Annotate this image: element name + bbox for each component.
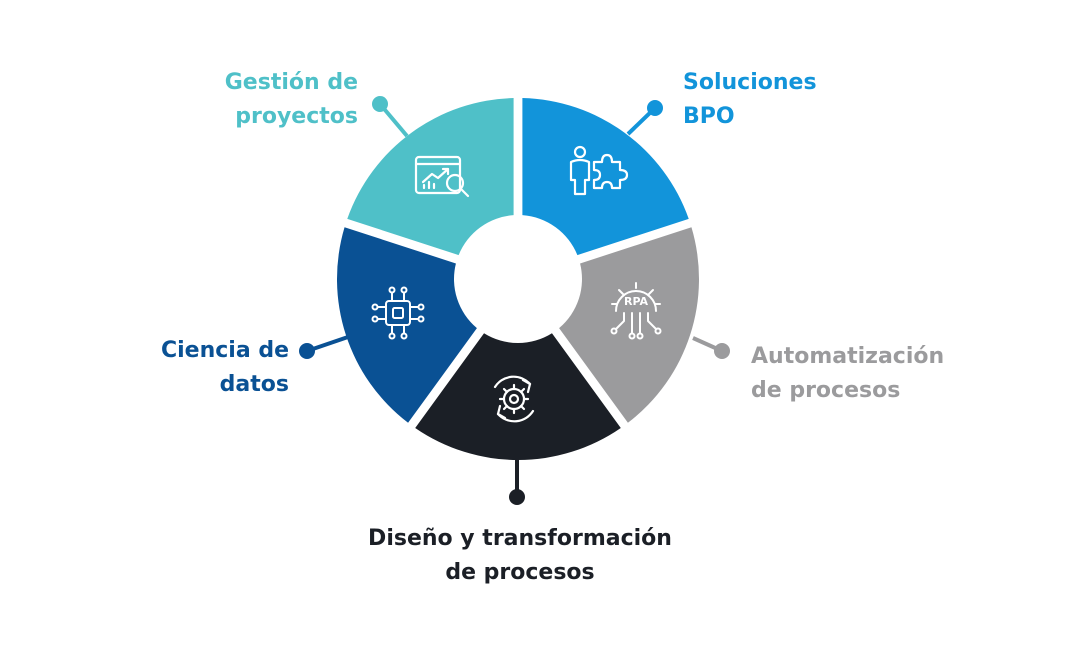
label-line: proyectos	[235, 104, 358, 129]
gear-cycle-icon	[493, 375, 535, 423]
label-line: Gestión de	[224, 70, 358, 95]
label-ciencia-de-datos: Ciencia de datos	[161, 334, 289, 402]
segment-icons: RPA	[371, 145, 662, 423]
label-connectors	[299, 96, 730, 505]
segment-automatizacion	[559, 227, 699, 423]
connector-dot-gestion	[372, 96, 388, 112]
rpa-icon-text: RPA	[624, 295, 649, 308]
analytics-chart-search-icon	[414, 155, 470, 198]
connector-dot-ciencia	[299, 343, 315, 359]
label-line: BPO	[683, 104, 735, 129]
label-gestion-de-proyectos: Gestión de proyectos	[225, 66, 358, 134]
label-line: Soluciones	[683, 70, 817, 95]
label-line: datos	[219, 372, 289, 397]
label-automatizacion-de-procesos: Automatización de procesos	[751, 340, 944, 408]
person-puzzle-icon	[569, 145, 629, 196]
segment-bpo	[522, 98, 689, 256]
label-line: Diseño y transformación	[368, 526, 672, 551]
label-line: de procesos	[445, 560, 595, 585]
chip-circuit-icon	[371, 286, 425, 340]
label-diseno-y-transformacion: Diseño y transformación de procesos	[368, 522, 672, 590]
wheel-segments	[337, 98, 699, 461]
connector-dot-diseno	[509, 489, 525, 505]
label-line: Ciencia de	[160, 338, 289, 363]
label-line: de procesos	[751, 378, 901, 403]
connector-dot-bpo	[647, 100, 663, 116]
label-line: Automatización	[751, 344, 945, 369]
label-soluciones-bpo: Soluciones BPO	[683, 66, 817, 134]
rpa-gear-circuit-icon: RPA	[610, 282, 662, 340]
connector-dot-automatizacion	[714, 343, 730, 359]
